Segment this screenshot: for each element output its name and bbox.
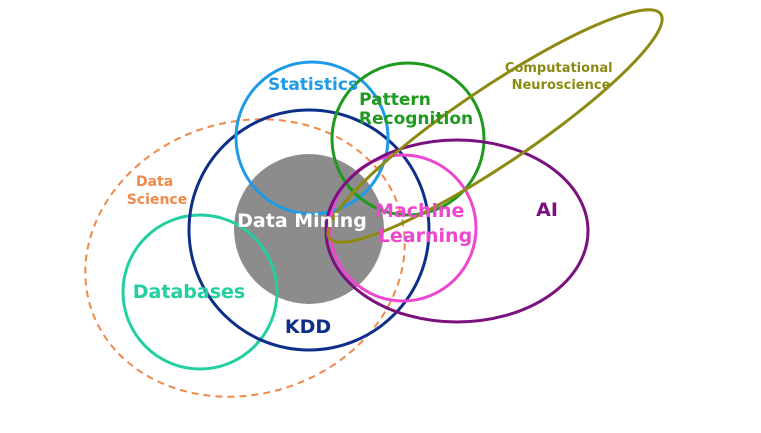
machine-learning-label: Machine Learning [375, 200, 472, 247]
computational-neuroscience-ellipse [326, 8, 664, 244]
statistics-circle [234, 60, 390, 216]
databases-label: Databases [133, 281, 245, 303]
ai-ellipse [324, 138, 590, 324]
pattern-recognition-circle [330, 61, 486, 217]
ai-label: AI [536, 199, 558, 221]
data-mining-label: Data Mining [237, 210, 367, 232]
data-science-ellipse [84, 118, 406, 398]
data-science-label: Data Science [127, 174, 187, 208]
pattern-recognition-label: Pattern Recognition [359, 90, 473, 129]
kdd-label: KDD [285, 316, 331, 338]
statistics-label: Statistics [268, 75, 358, 95]
databases-circle [121, 213, 279, 371]
computational-neuroscience-label: Computational Neuroscience [505, 61, 617, 93]
kdd-circle [187, 108, 431, 352]
